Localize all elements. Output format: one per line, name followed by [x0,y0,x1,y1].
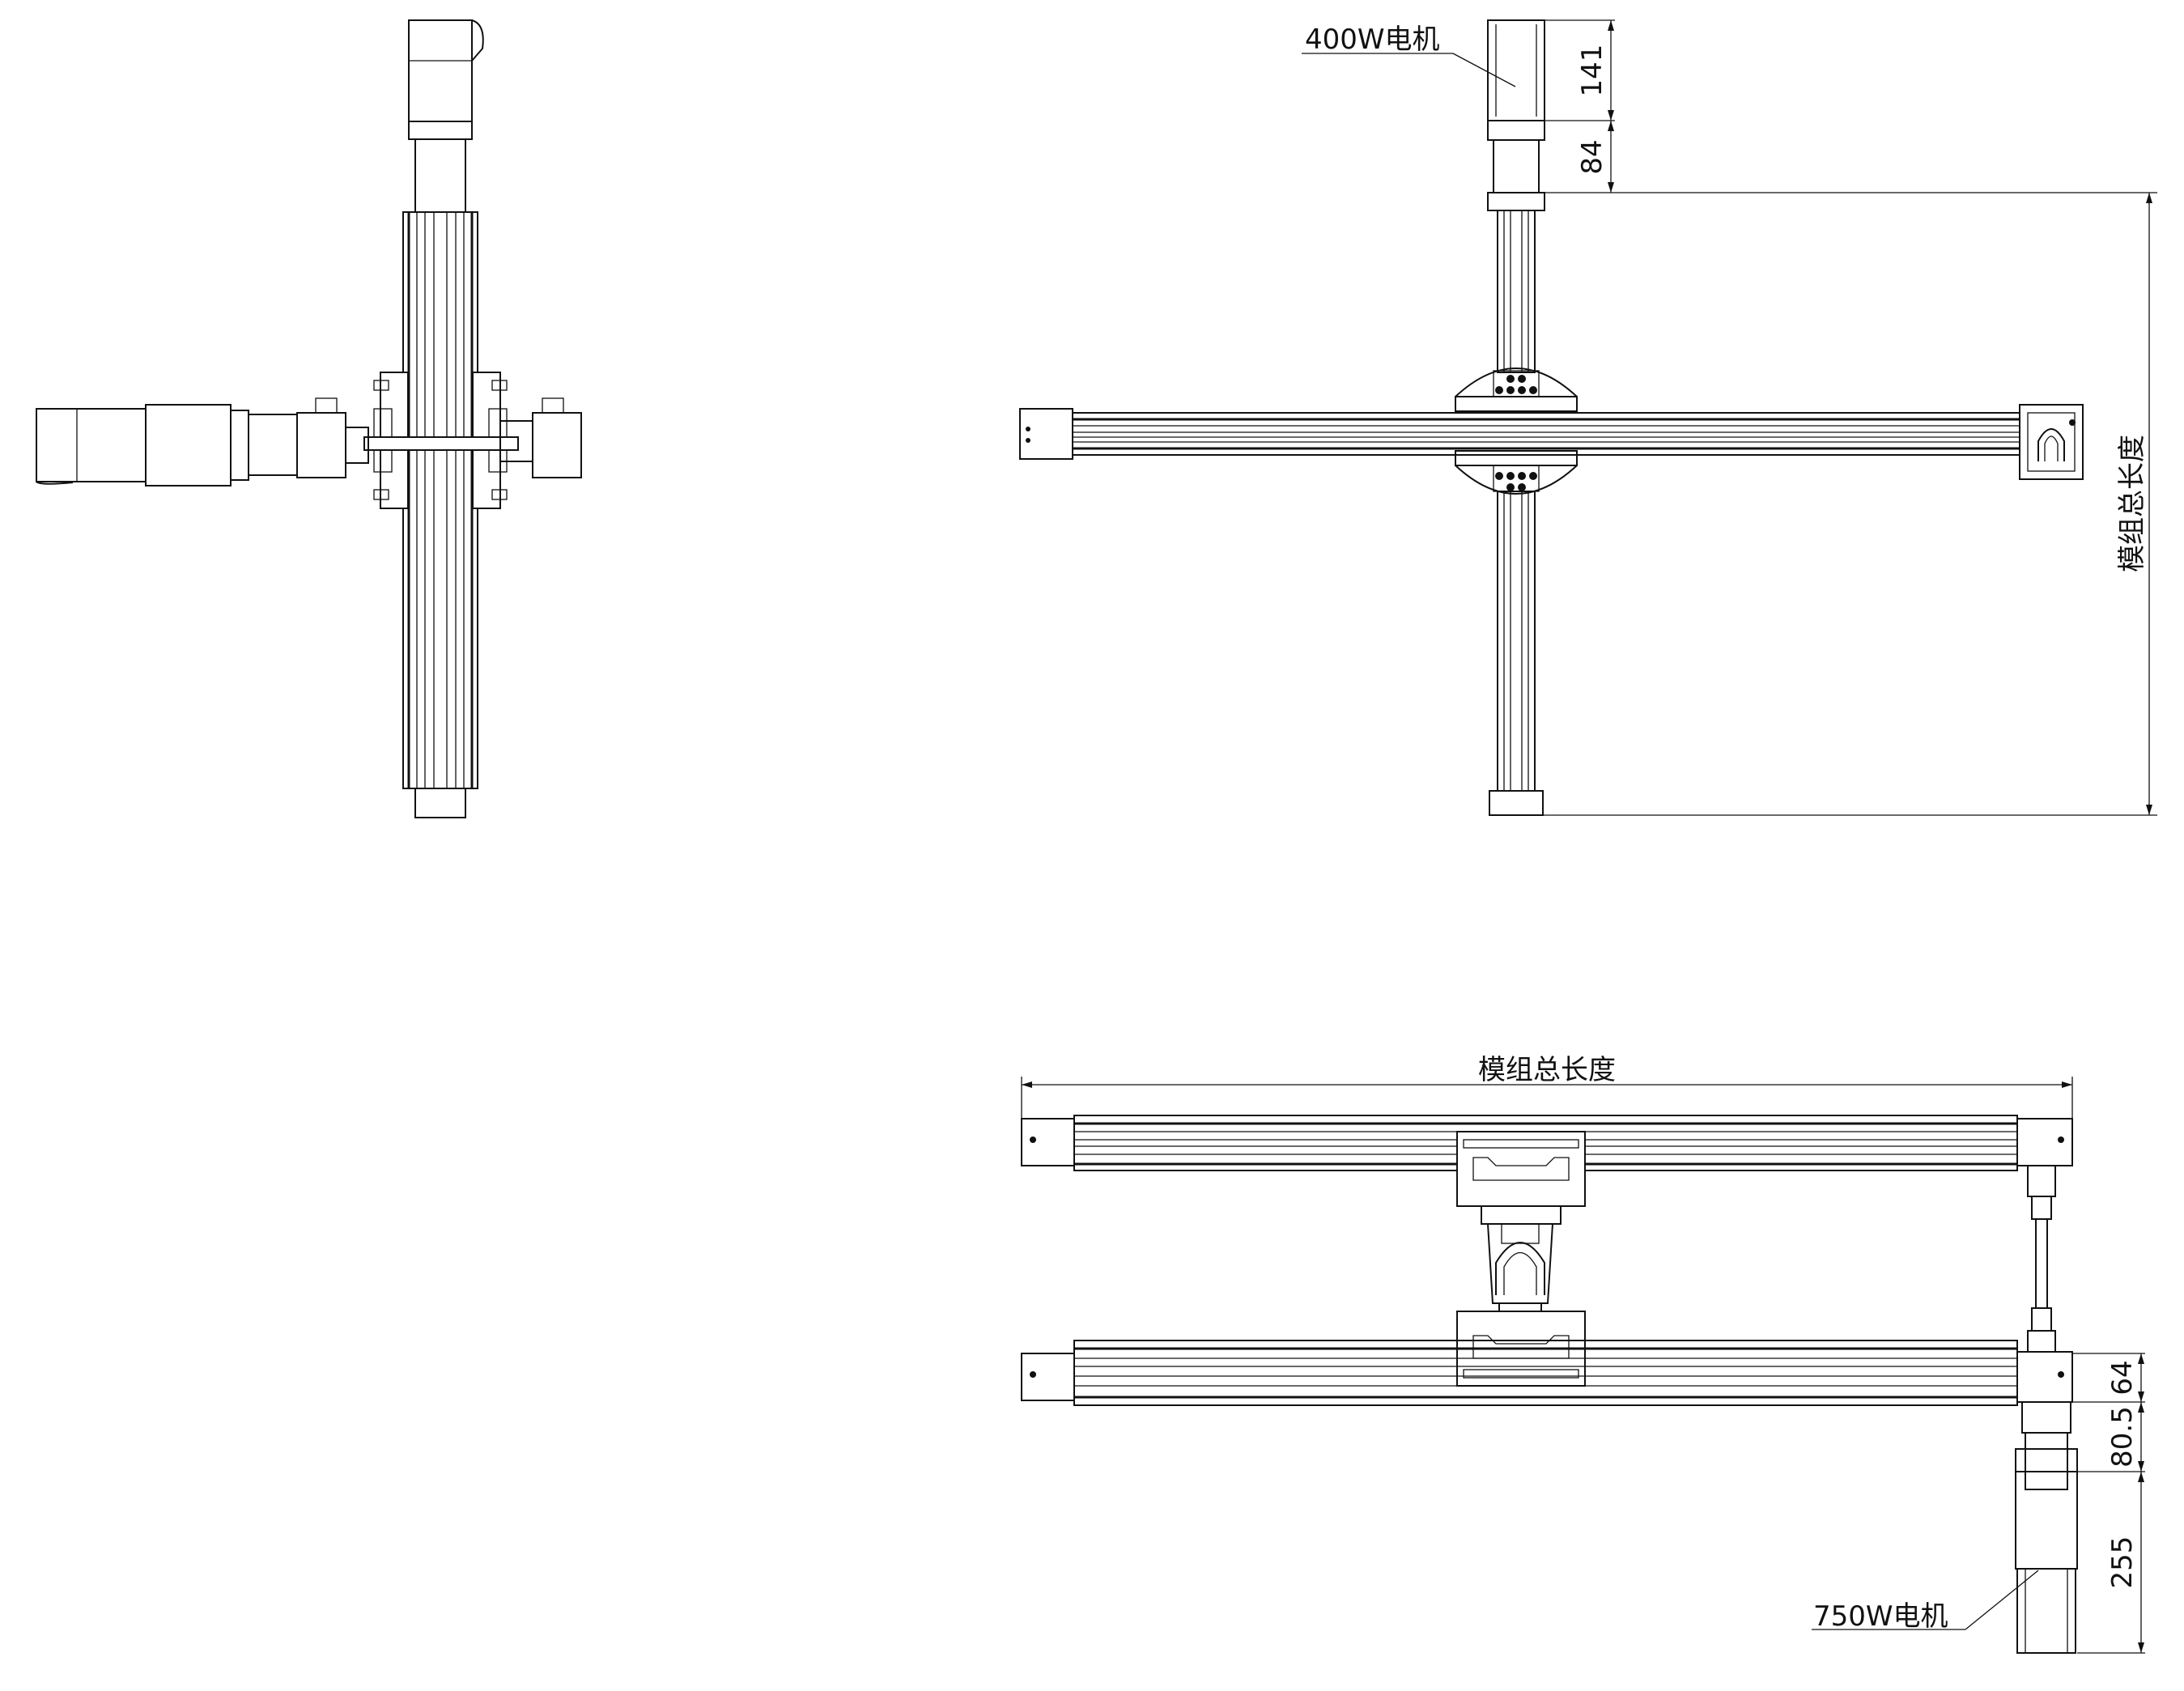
motor-400w [1487,19,1545,193]
top-view-vertical-rail-upper [1487,192,1545,373]
side-view-left [36,19,582,818]
dim-module-total-length-vertical: 模组总长度 [2116,435,2148,572]
front-view-connecting-shaft [2027,1165,2056,1353]
dim-750w-length: 255 [2106,1536,2139,1589]
dimension-lines-750w [2072,1353,2145,1654]
front-view: 模组总长度 [1021,1054,2145,1654]
side-view-horizontal-motor [36,397,369,486]
label-400w-motor: 400W电机 [1305,23,1440,56]
dim-400w-adapter: 84 [1576,139,1608,174]
top-view: 141 84 模组总长度 400W电机 [1019,19,2157,816]
side-view-carriage [363,372,519,509]
dim-750w-top: 64 [2106,1360,2139,1395]
top-view-vertical-rail-lower [1489,491,1544,816]
side-view-vertical-rail [402,211,478,818]
motor-750w [2015,1401,2078,1654]
top-view-carriage [1455,368,1578,495]
front-view-upper-carriage [1456,1131,1586,1225]
front-view-lower-rail [1021,1340,2073,1406]
side-view-right-bracket [499,397,582,478]
label-750w-motor: 750W电机 [1813,1600,1948,1633]
top-view-end-cap [2019,404,2084,480]
dim-module-total-length: 模组总长度 [1478,1054,1616,1086]
dimension-lines-400w [1543,19,2157,816]
dim-750w-adapter: 80.5 [2106,1406,2139,1468]
top-view-horizontal-rail [1019,408,2020,460]
side-view-top-motor [408,19,484,213]
dimension-total-length-horizontal [1021,1077,2073,1119]
dim-400w-length: 141 [1576,45,1608,97]
